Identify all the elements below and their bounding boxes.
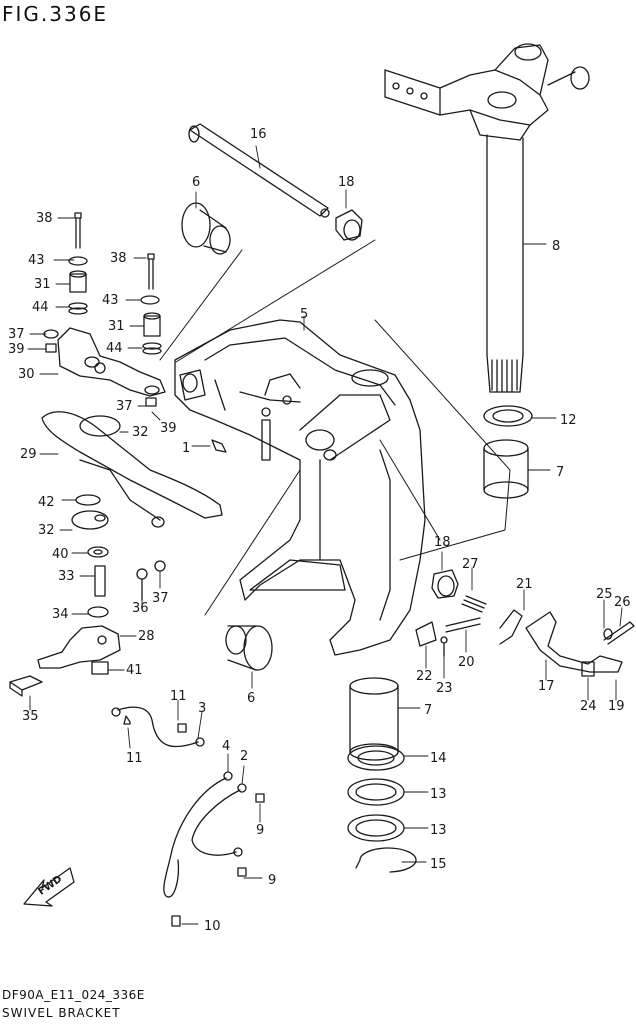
figure-caption: SWIVEL BRACKET [2, 1006, 121, 1020]
callout-21: 21 [516, 577, 533, 592]
figure-title: FIG.336E [2, 2, 109, 26]
callout-6b: 6 [247, 691, 255, 706]
tilt-pin-part [188, 123, 330, 218]
callout-18b: 18 [434, 535, 451, 550]
tilt-lock-parts [415, 569, 635, 677]
callout-numbers: 1 2 3 4 5 6 6 7 7 8 9 9 10 11 11 12 13 1… [8, 127, 631, 934]
callout-37b: 37 [152, 591, 169, 606]
callout-2: 2 [240, 749, 248, 764]
callout-12: 12 [560, 413, 577, 428]
callout-11a: 11 [170, 689, 187, 704]
callout-8: 8 [552, 239, 560, 254]
callout-24: 24 [580, 699, 597, 714]
leader-lines [159, 239, 511, 616]
callout-14: 14 [430, 751, 447, 766]
callout-28: 28 [138, 629, 155, 644]
bushing-upper-part [181, 202, 231, 255]
callout-3: 3 [198, 701, 206, 716]
callout-7a: 7 [556, 465, 564, 480]
callout-5: 5 [300, 307, 308, 322]
callout-41: 41 [126, 663, 143, 678]
callout-43a: 43 [28, 253, 45, 268]
callout-34: 34 [52, 607, 69, 622]
bushing-lower-part [225, 625, 273, 671]
callout-22: 22 [416, 669, 433, 684]
callout-6a: 6 [192, 175, 200, 190]
callout-17: 17 [538, 679, 555, 694]
callout-10: 10 [204, 919, 221, 934]
callout-27: 27 [462, 557, 479, 572]
fwd-label: FWD [36, 874, 64, 898]
shaft-washers [347, 405, 533, 873]
callout-29: 29 [20, 447, 37, 462]
callout-32a: 32 [132, 425, 149, 440]
stopper-plate-part [57, 327, 166, 397]
callout-31b: 31 [108, 319, 125, 334]
callout-9b: 9 [268, 873, 276, 888]
callout-44a: 44 [32, 300, 49, 315]
callout-19: 19 [608, 699, 625, 714]
callout-38a: 38 [36, 211, 53, 226]
callout-32b: 32 [38, 523, 55, 538]
ground-wires [111, 706, 265, 927]
swivel-bracket-body [174, 319, 426, 656]
callout-39a: 39 [8, 342, 25, 357]
callout-16: 16 [250, 127, 267, 142]
callout-9a: 9 [256, 823, 264, 838]
callout-38b: 38 [110, 251, 127, 266]
callout-7b: 7 [424, 703, 432, 718]
callout-1: 1 [182, 441, 190, 456]
callout-11b: 11 [126, 751, 143, 766]
callout-13a: 13 [430, 787, 447, 802]
callout-4: 4 [222, 739, 230, 754]
callout-25: 25 [596, 587, 613, 602]
callout-30: 30 [18, 367, 35, 382]
collar-upper-part [335, 209, 363, 241]
callout-leaders [27, 145, 623, 925]
callout-15: 15 [430, 857, 447, 872]
callout-37a: 37 [8, 327, 25, 342]
callout-40: 40 [52, 547, 69, 562]
callout-18a: 18 [338, 175, 355, 190]
callout-26: 26 [614, 595, 631, 610]
callout-39b: 39 [160, 421, 177, 436]
lever-plate-part [37, 625, 121, 669]
fwd-arrow-icon: FWD [23, 867, 75, 907]
callout-42: 42 [38, 495, 55, 510]
figure-code: DF90A_E11_024_336E [2, 988, 145, 1002]
callout-36: 36 [132, 601, 149, 616]
callout-31a: 31 [34, 277, 51, 292]
callout-37c: 37 [116, 399, 133, 414]
callout-23: 23 [436, 681, 453, 696]
callout-35: 35 [22, 709, 39, 724]
callout-33: 33 [58, 569, 75, 584]
bushing-7-part [349, 439, 529, 761]
steering-shaft-part [384, 43, 590, 393]
callout-13b: 13 [430, 823, 447, 838]
callout-20: 20 [458, 655, 475, 670]
callout-44b: 44 [106, 341, 123, 356]
callout-43b: 43 [102, 293, 119, 308]
